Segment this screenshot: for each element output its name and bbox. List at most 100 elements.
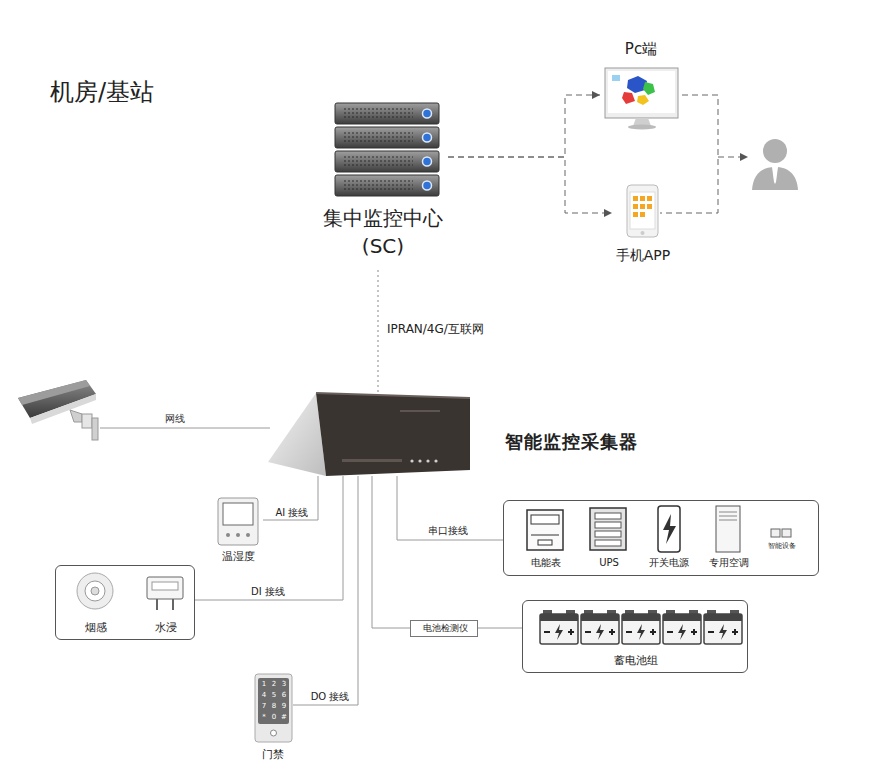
edge-label: DO 接线	[309, 691, 352, 703]
smart-device-icon	[782, 529, 791, 537]
monitor-icon	[612, 75, 620, 81]
ups-cabinet	[595, 531, 621, 537]
temp-humidity-sensor	[223, 503, 253, 525]
collector-device	[268, 393, 470, 476]
keypad-key: 5	[272, 691, 276, 699]
phone-icon	[640, 204, 645, 209]
monitor-center: 集中监控中心 (SC)	[318, 100, 448, 270]
ups-cabinet	[595, 513, 621, 519]
ups-cabinet	[590, 508, 626, 550]
di-device-group: 烟感水浸	[55, 565, 195, 640]
battery-monitor: 电池检测仪	[410, 620, 478, 637]
collector: 智能监控采集器	[270, 392, 470, 476]
phone-icon	[647, 204, 652, 209]
keypad-key: 2	[272, 680, 276, 688]
camera-icon	[92, 418, 98, 440]
page-title: 机房/基站	[48, 78, 156, 107]
phone-icon	[633, 204, 638, 209]
keypad-key: 1	[262, 680, 266, 688]
server-icon	[335, 103, 439, 124]
battery-icon	[622, 610, 660, 644]
connector	[263, 476, 318, 520]
user-icon	[752, 167, 798, 190]
connector	[448, 95, 600, 157]
collector-device	[316, 393, 470, 476]
water-sensor	[152, 582, 178, 590]
dashed-connector	[660, 95, 748, 213]
camera-icon	[70, 410, 82, 422]
node-label: 门禁	[262, 748, 284, 762]
server-icon	[335, 175, 439, 196]
collector-device	[400, 410, 440, 412]
serial-device-group: 电能表UPS开关电源专用空调智能设备	[503, 500, 819, 576]
pc-client: Pc端	[600, 40, 682, 130]
dashed-connector	[718, 157, 748, 158]
phone-icon	[627, 185, 658, 237]
dashed-connector	[660, 95, 718, 213]
node-label: 电能表	[531, 556, 561, 569]
monitor-icon	[605, 68, 678, 118]
server-icon	[335, 151, 439, 172]
ups-cabinet	[590, 508, 626, 550]
server-icon	[335, 127, 439, 148]
access-keypad	[255, 674, 292, 742]
keypad-key: #	[281, 713, 287, 721]
phone-icon	[641, 231, 645, 235]
air-conditioner	[716, 506, 740, 552]
network-cable	[100, 428, 270, 429]
monitor-icon	[622, 92, 635, 104]
energy-meter	[538, 540, 552, 545]
user-icon	[772, 167, 778, 184]
monitor-icon	[627, 76, 647, 93]
power-supply	[663, 514, 676, 544]
smoke-detector	[77, 573, 113, 609]
energy-meter	[531, 535, 559, 536]
phone-icon	[633, 212, 638, 217]
collector-device	[268, 393, 326, 476]
keypad-key: 6	[282, 691, 286, 699]
cable-label: 网线	[163, 413, 187, 425]
edge-label: DI 接线	[249, 586, 287, 598]
monitor-icon	[637, 95, 649, 105]
battery-icon	[540, 610, 742, 644]
temp-humidity-sensor	[226, 533, 230, 537]
battery-icon	[581, 610, 619, 644]
energy-meter	[531, 515, 559, 524]
air-conditioner	[719, 512, 737, 513]
water-sensor	[172, 599, 174, 610]
keypad-key: 4	[262, 691, 266, 699]
connector	[397, 476, 503, 540]
mobile-app: 手机APP	[612, 180, 672, 270]
keypad-key: 9	[282, 702, 286, 710]
keypad-key: 8	[272, 702, 276, 710]
phone-icon	[627, 185, 658, 237]
connector	[378, 270, 379, 392]
monitor-icon	[628, 125, 656, 130]
collector-device	[434, 459, 437, 462]
phone-icon	[630, 192, 655, 229]
air-conditioner	[716, 506, 740, 552]
temp-humidity-sensor	[218, 498, 258, 545]
energy-meter	[527, 510, 563, 550]
phone-icon	[640, 212, 645, 217]
node-label: 手机APP	[616, 246, 670, 264]
collector-device	[426, 459, 429, 462]
battery-icon	[704, 610, 742, 644]
connector	[195, 476, 343, 600]
edge-label: IPRAN/4G/互联网	[385, 322, 486, 336]
temp-humidity-sensor	[218, 498, 258, 545]
node-label: 水浸	[155, 621, 177, 635]
phone-icon	[633, 196, 638, 201]
battery-icon	[663, 610, 701, 644]
ups-cabinet	[595, 540, 621, 546]
ups-cabinet	[595, 522, 621, 528]
phone-icon	[647, 196, 652, 201]
water-sensor	[147, 577, 183, 599]
user-icon	[752, 139, 798, 190]
power-supply	[658, 506, 680, 552]
air-conditioner	[719, 516, 737, 517]
camera-icon	[82, 414, 92, 428]
water-sensor	[156, 599, 158, 610]
